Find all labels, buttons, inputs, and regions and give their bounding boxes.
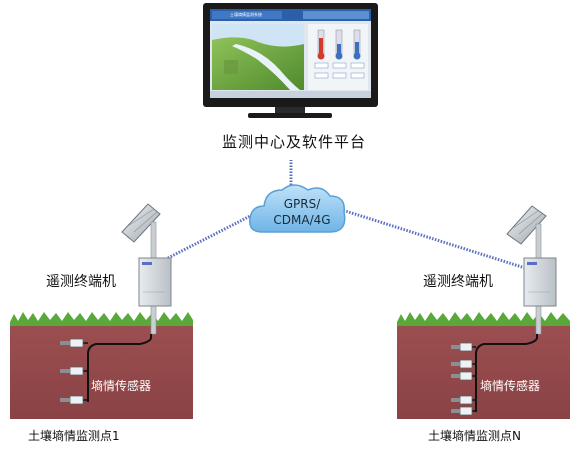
monitoring-center-label: 监测中心及软件平台	[222, 133, 367, 151]
soil-block-left	[10, 312, 193, 419]
sensor-probe-icon	[60, 338, 84, 405]
monitor-icon	[203, 3, 378, 118]
terminal-label-left: 遥测终端机	[46, 274, 116, 290]
sensor-probe-icon	[451, 342, 473, 416]
cloud-label-line2: CDMA/4G	[273, 213, 331, 227]
solar-panel-icon	[121, 203, 161, 243]
sensor-label-left: 墒情传感器	[91, 379, 152, 393]
terminal-label-right: 遥测终端机	[423, 274, 493, 290]
cloud-icon	[249, 184, 346, 233]
data-link-left	[167, 210, 259, 260]
soil-block-right	[397, 312, 570, 419]
site-label-right: 土壤墒情监测点N	[428, 429, 521, 443]
solar-panel-icon	[506, 205, 547, 245]
site-label-left: 土壤墒情监测点1	[28, 429, 120, 443]
data-link-right	[335, 206, 526, 270]
cloud-label-line1: GPRS/	[283, 197, 321, 211]
terminal-box-icon	[138, 257, 172, 307]
terminal-box-icon	[523, 257, 557, 307]
screen-title: 土壤墒情监测系统	[230, 12, 262, 17]
sensor-label-right: 墒情传感器	[480, 379, 541, 393]
